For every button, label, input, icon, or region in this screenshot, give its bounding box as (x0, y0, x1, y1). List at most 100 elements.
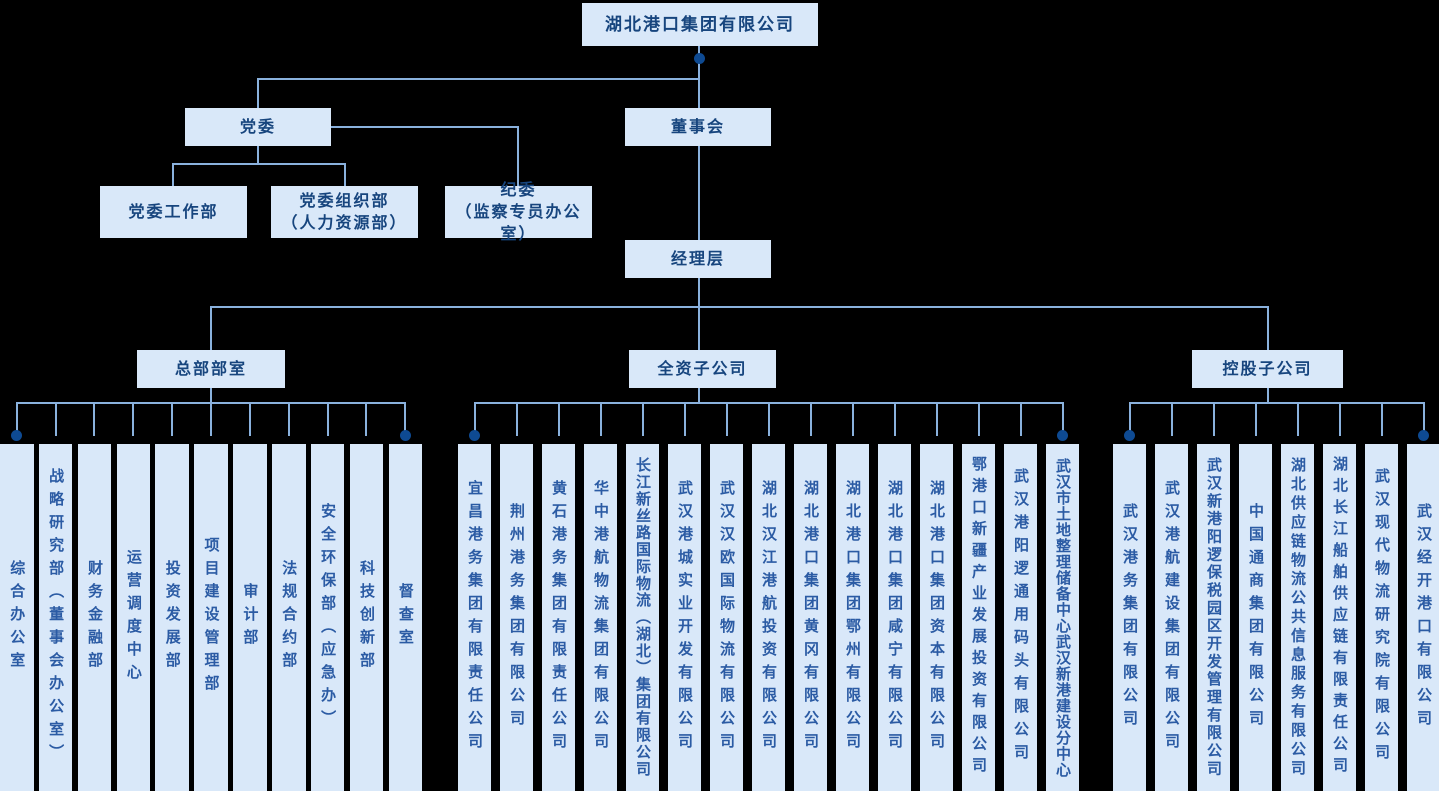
org-column-label: 湖北长江船舶供应链有限责任公司 (1331, 456, 1349, 779)
org-column-label: 湖北港口集团咸宁有限公司 (886, 479, 904, 756)
org-column-label: 宜昌港务集团有限责任公司 (466, 479, 484, 756)
org-column-label: 黄石港务集团有限责任公司 (550, 479, 568, 756)
connector-line (210, 306, 212, 350)
org-node-label: 党委 (239, 117, 276, 136)
connector-line (1128, 402, 1131, 436)
connector-line (15, 402, 18, 436)
org-node-wholly-owned-subsidiaries: 全资子公司 (629, 350, 776, 388)
org-column-label: 武汉现代物流研究院有限公司 (1373, 468, 1391, 767)
org-node-board-of-directors: 董事会 (625, 108, 771, 146)
org-column-label: 荆州港务集团有限公司 (508, 502, 526, 733)
org-column-1-11: 湖北港口集团资本有限公司 (920, 444, 953, 791)
org-column-label: 武汉港阳逻通用码头有限公司 (1012, 468, 1030, 767)
org-column-label: 武汉经开港口有限公司 (1415, 502, 1433, 733)
root-connector-dot (694, 53, 705, 64)
connector-line (326, 402, 329, 436)
connector-line (210, 306, 1269, 308)
connector-line (1380, 402, 1383, 436)
org-node-sublabel: （监察专员办公室） (455, 202, 582, 243)
org-column-2-6: 武汉现代物流研究院有限公司 (1365, 444, 1398, 791)
org-column-1-3: 华中港航物流集团有限公司 (584, 444, 617, 791)
org-node-label: 党委工作部 (128, 202, 219, 221)
org-column-2-4: 湖北供应链物流公共信息服务有限公司 (1281, 444, 1314, 791)
connector-line (473, 402, 476, 436)
connector-line (132, 402, 135, 436)
org-column-0-9: 科技创新部 (349, 444, 384, 791)
branch-end-dot (1057, 430, 1068, 441)
org-node-label: 党委组织部 (299, 191, 390, 210)
org-column-1-7: 湖北汉江港航投资有限公司 (752, 444, 785, 791)
org-column-0-1: 战略研究部（董事会办公室） (38, 444, 73, 791)
connector-line (172, 163, 174, 186)
org-column-0-0: 综合办公室 (0, 444, 34, 791)
org-column-1-13: 武汉港阳逻通用码头有限公司 (1004, 444, 1037, 791)
connector-line (1296, 402, 1299, 436)
connector-line (210, 388, 212, 402)
branch-end-dot (399, 430, 411, 441)
org-column-1-2: 黄石港务集团有限责任公司 (542, 444, 575, 791)
org-column-2-7: 武汉经开港口有限公司 (1407, 444, 1439, 791)
org-column-0-10: 督查室 (388, 444, 423, 791)
connector-line (1212, 402, 1215, 436)
org-column-0-3: 运营调度中心 (116, 444, 151, 791)
org-node-label: 湖北港口集团有限公司 (605, 14, 795, 35)
connector-line (248, 402, 251, 436)
org-column-label: 督查室 (396, 583, 415, 652)
connector-line (404, 402, 407, 436)
org-column-label: 武汉港城实业开发有限公司 (676, 479, 694, 756)
org-column-1-8: 湖北港口集团黄冈有限公司 (794, 444, 827, 791)
org-node-label: 全资子公司 (657, 359, 748, 378)
connector-line (698, 388, 700, 402)
connector-line (257, 78, 699, 80)
org-column-1-12: 鄂港口新疆产业发展投资有限公司 (962, 444, 995, 791)
org-column-1-6: 武汉汉欧国际物流有限公司 (710, 444, 743, 791)
connector-line (1422, 402, 1425, 436)
org-column-0-4: 投资发展部 (155, 444, 189, 791)
connector-line (698, 306, 700, 350)
org-column-label: 项目建设管理部 (202, 537, 221, 698)
org-column-2-1: 武汉港航建设集团有限公司 (1155, 444, 1188, 791)
connector-line (257, 78, 259, 108)
org-column-label: 财务金融部 (85, 560, 104, 675)
org-column-label: 投资发展部 (163, 560, 182, 675)
connector-line (683, 402, 686, 436)
connector-line (698, 278, 700, 307)
connector-line (1170, 402, 1173, 436)
branch-end-dot (11, 430, 23, 441)
connector-line (257, 146, 259, 165)
org-column-0-7: 法规合约部 (272, 444, 306, 791)
connector-line (344, 163, 346, 186)
org-column-2-0: 武汉港务集团有限公司 (1113, 444, 1146, 791)
connector-line (172, 163, 346, 165)
org-column-label: 战略研究部（董事会办公室） (47, 468, 66, 767)
org-column-label: 长江新丝路国际物流（湖北）集团有限公司 (634, 457, 652, 778)
connector-line (557, 402, 560, 436)
connector-line (725, 402, 728, 436)
connector-line (851, 402, 854, 436)
org-column-1-4: 长江新丝路国际物流（湖北）集团有限公司 (626, 444, 659, 791)
org-column-label: 湖北汉江港航投资有限公司 (760, 479, 778, 756)
connector-line (1338, 402, 1341, 436)
org-column-1-1: 荆州港务集团有限公司 (500, 444, 533, 791)
org-node-label: 董事会 (670, 117, 725, 136)
branch-end-dot (1418, 430, 1429, 441)
org-column-1-10: 湖北港口集团咸宁有限公司 (878, 444, 911, 791)
org-column-label: 鄂港口新疆产业发展投资有限公司 (970, 456, 988, 779)
connector-line (767, 402, 770, 436)
org-column-label: 中国通商集团有限公司 (1247, 502, 1265, 733)
org-column-label: 武汉港航建设集团有限公司 (1163, 479, 1181, 756)
connector-line (1061, 402, 1064, 436)
org-node-headquarters-depts: 总部部室 (137, 350, 285, 388)
connector-line (171, 402, 174, 436)
org-node-sublabel: （人力资源部） (281, 213, 408, 232)
connector-line (515, 402, 518, 436)
org-column-label: 科技创新部 (357, 560, 376, 675)
org-column-label: 湖北港口集团黄冈有限公司 (802, 479, 820, 756)
connector-line (698, 46, 700, 108)
org-node-root: 湖北港口集团有限公司 (582, 3, 818, 46)
connector-line (1267, 306, 1269, 350)
branch-end-dot (469, 430, 480, 441)
org-column-label: 审计部 (241, 583, 260, 652)
org-node-label: 控股子公司 (1222, 359, 1313, 378)
connector-line (517, 126, 519, 186)
